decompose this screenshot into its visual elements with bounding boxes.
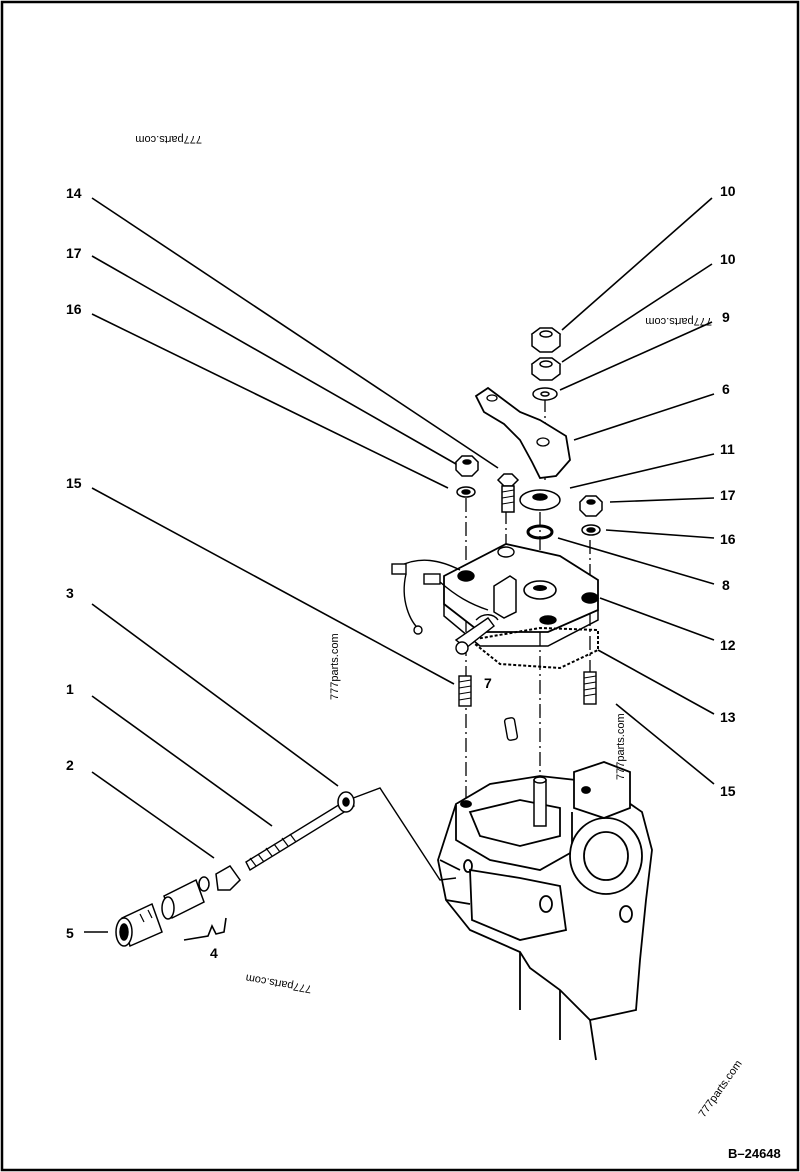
boot-5 — [115, 902, 163, 948]
callout-15-right: 15 — [720, 783, 736, 799]
nut-2 — [198, 865, 241, 892]
hex-nut-17-left — [454, 455, 480, 477]
cover-boss-front — [539, 615, 557, 625]
watermark: 777parts.com — [329, 633, 341, 700]
watermark: 777parts.com — [245, 971, 313, 994]
stud-15-left — [458, 675, 472, 707]
hex-nut-17-right — [578, 495, 604, 517]
gasket-13 — [467, 626, 599, 670]
bolt-14 — [496, 473, 520, 513]
cover-boss-center-hole — [533, 585, 547, 591]
throttle-linkage — [391, 559, 499, 655]
callout-17-right: 17 — [720, 487, 736, 503]
callout-11: 11 — [720, 441, 735, 457]
callout-16: 16 — [66, 301, 82, 317]
watermark: 777parts.com — [615, 713, 627, 780]
stud-15-right — [583, 671, 597, 705]
bracket-4 — [183, 917, 227, 941]
lever-6-hole — [536, 437, 550, 447]
washer-3 — [337, 791, 355, 813]
plunger-1-spring — [245, 797, 355, 871]
callout-16-right: 16 — [720, 531, 736, 547]
washer-16-left — [456, 486, 476, 498]
governor-shaft — [533, 776, 547, 827]
callout-labels: 14 17 16 15 3 1 2 5 4 7 10 10 9 6 11 17 … — [66, 183, 736, 961]
cable-route — [347, 787, 457, 881]
callout-9: 9 — [722, 309, 730, 325]
callout-4: 4 — [210, 945, 218, 961]
callout-12: 12 — [720, 637, 736, 653]
o-ring-8 — [526, 524, 554, 540]
callout-2: 2 — [66, 757, 74, 773]
lever-6 — [474, 386, 571, 479]
callout-13: 13 — [720, 709, 736, 725]
callout-8: 8 — [722, 577, 730, 593]
hex-nut-10-upper — [530, 327, 562, 353]
callout-3: 3 — [66, 585, 74, 601]
watermark: 777parts.com — [697, 1058, 745, 1119]
watermark: 777parts.com — [645, 315, 712, 327]
watermarks: 777parts.com 777parts.com 777parts.com 7… — [135, 133, 744, 1120]
leader-lines — [84, 197, 715, 933]
callout-10-lower: 10 — [720, 251, 736, 267]
callout-15: 15 — [66, 475, 82, 491]
washer-11 — [519, 489, 561, 511]
callout-14: 14 — [66, 185, 82, 201]
drawing-code: B–24648 — [728, 1146, 781, 1161]
hex-nut-10-lower — [530, 357, 562, 381]
callout-1: 1 — [66, 681, 74, 697]
washer-9 — [532, 387, 558, 401]
callout-10-upper: 10 — [720, 183, 736, 199]
callout-17: 17 — [66, 245, 82, 261]
cover-plate-12-side — [443, 604, 599, 647]
callout-6: 6 — [722, 381, 730, 397]
cover-boss-left — [457, 570, 475, 582]
cover-boss-top — [497, 546, 515, 558]
callout-5: 5 — [66, 925, 74, 941]
watermark: 777parts.com — [135, 133, 202, 145]
cover-lever-arm — [493, 575, 517, 619]
lever-6-pivot — [486, 394, 498, 402]
washer-16-right — [581, 524, 601, 536]
solenoid-body — [161, 878, 205, 920]
pin-7 — [503, 717, 519, 741]
callout-7: 7 — [484, 675, 492, 691]
cover-plate-12 — [443, 543, 599, 633]
cover-boss-right — [581, 592, 599, 604]
